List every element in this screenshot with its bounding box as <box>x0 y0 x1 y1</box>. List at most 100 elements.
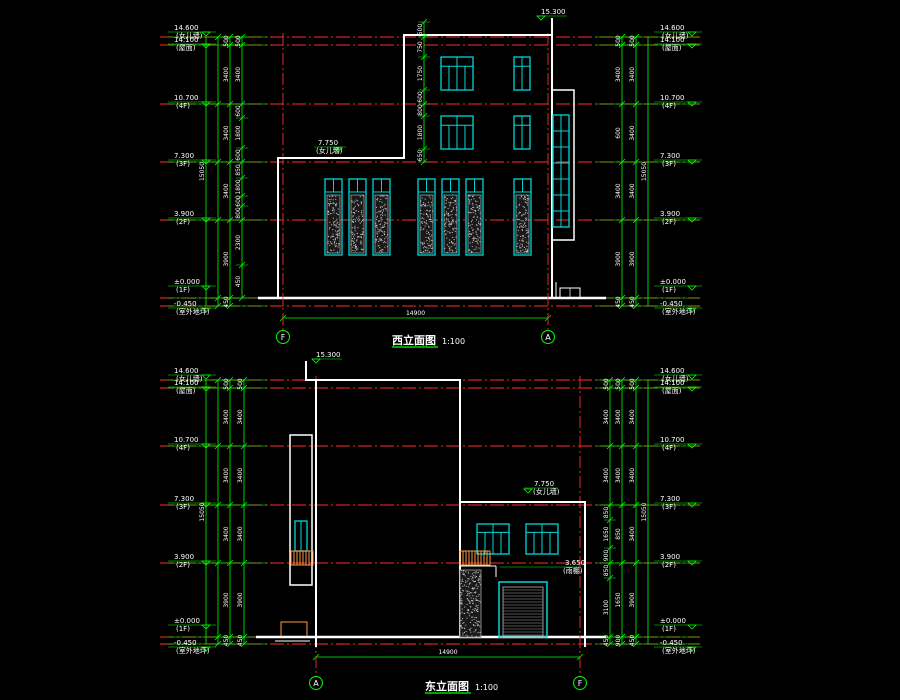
hatch-dot <box>526 250 528 252</box>
hatch-dot <box>333 242 335 244</box>
hatch-dot <box>468 612 470 614</box>
hatch-dot <box>381 201 383 203</box>
hatch-dot <box>468 234 470 236</box>
hatch-dot <box>445 229 447 231</box>
hatch-dot <box>479 237 481 239</box>
elevation-value: -0.450 <box>174 639 197 647</box>
hatch-dot <box>361 210 363 212</box>
hatch-dot <box>353 240 355 242</box>
hatch-dot <box>428 247 430 249</box>
hatch-dot <box>428 204 430 206</box>
hatch-dot <box>451 231 453 233</box>
hatch-dot <box>330 242 332 244</box>
hatch-dot <box>361 249 363 251</box>
hatch-dot <box>460 625 462 627</box>
elevation-value: 14.100 <box>174 36 199 44</box>
hatch-dot <box>476 611 478 613</box>
hatch-dot <box>361 237 363 239</box>
hatch-dot <box>353 238 355 240</box>
dimension-chain <box>212 376 224 648</box>
elevation-value: 7.300 <box>174 495 194 503</box>
hatch-dot <box>449 214 451 216</box>
hatch-dot <box>425 246 427 248</box>
hatch-dot <box>425 249 427 251</box>
hatch-dot <box>381 212 383 214</box>
hatch-dot <box>523 223 525 225</box>
elevation-marker: 14.100(屋面) <box>168 379 216 395</box>
hatch-dot <box>335 246 337 248</box>
elevation-note: (2F) <box>176 561 190 569</box>
hatch-dot <box>452 202 454 204</box>
hatch-dot <box>475 248 477 250</box>
hatch-dot <box>449 224 451 226</box>
dimension-value: 3400 <box>629 125 636 140</box>
hatch-dot <box>351 211 353 213</box>
hatch-dot <box>329 244 331 246</box>
hatch-dot <box>386 218 388 220</box>
hatch-dot <box>476 224 478 226</box>
hatch-dot <box>526 251 528 253</box>
elevation-marker: ±0.000(1F) <box>168 617 216 633</box>
hatch-dot <box>354 250 356 252</box>
hatch-dot <box>450 210 452 212</box>
dimension-value: 800 <box>235 207 242 219</box>
hatch-dot <box>478 579 480 581</box>
hatch-dot <box>335 204 337 206</box>
hatch-dot <box>465 580 467 582</box>
hatch-dot <box>423 247 425 249</box>
dimension-value: 1800 <box>235 179 242 194</box>
axis-label: A <box>313 679 319 688</box>
hatch-dot <box>357 200 359 202</box>
elevation-value: ±0.000 <box>174 617 200 625</box>
hatch-dot <box>429 215 431 217</box>
elevation-marker: ±0.000(1F) <box>654 278 702 294</box>
dimension-value: 3400 <box>235 67 242 82</box>
hatch-dot <box>474 575 476 577</box>
elevation-marker: 3.900(2F) <box>654 210 702 226</box>
elevation-marker: 7.300(3F) <box>168 152 216 168</box>
hatch-dot <box>335 234 337 236</box>
elevation-note: (1F) <box>662 286 676 294</box>
hatch-dot <box>328 210 330 212</box>
hatch-dot <box>384 238 386 240</box>
hatch-dot <box>328 214 330 216</box>
hatch-dot <box>329 200 331 202</box>
elevation-marker: 3.900(2F) <box>168 553 216 569</box>
elevation-value: 14.100 <box>660 36 685 44</box>
hatch-dot <box>451 221 453 223</box>
dimension-value: 3400 <box>223 526 230 541</box>
drawing-scale: 1:100 <box>475 683 498 692</box>
hatch-dot <box>359 222 361 224</box>
hatch-dot <box>428 238 430 240</box>
hatch-dot <box>452 222 454 224</box>
hatch-dot <box>427 243 429 245</box>
hatch-dot <box>460 627 462 629</box>
hatch-dot <box>428 231 430 233</box>
elevation-marker: 7.300(3F) <box>654 152 702 168</box>
dimension-value: 500 <box>603 378 610 390</box>
hatch-dot <box>473 587 475 589</box>
hatch-dot <box>426 214 428 216</box>
dimension-value: 450 <box>237 635 244 647</box>
elevation-note: (女儿墙) <box>662 31 689 40</box>
hatch-dot <box>471 227 473 229</box>
elevation-note: (1F) <box>176 625 190 633</box>
hatch-dot <box>452 251 454 253</box>
hatch-dot <box>378 211 380 213</box>
hatch-dot <box>455 214 457 216</box>
hatch-dot <box>472 599 474 601</box>
hatch-dot <box>517 229 519 231</box>
elevation-note: (屋面) <box>176 387 196 395</box>
hatch-dot <box>429 238 431 240</box>
hatch-dot <box>451 213 453 215</box>
hatch-dot <box>329 196 331 198</box>
hatch-dot <box>332 236 334 238</box>
hatch-dot <box>473 198 475 200</box>
hatch-dot <box>384 222 386 224</box>
window-hatch <box>467 194 482 254</box>
top-elevation-marker: 15.300 <box>536 8 567 21</box>
hatch-dot <box>381 249 383 251</box>
hatch-dot <box>467 635 469 637</box>
hatch-dot <box>431 201 433 203</box>
hatch-dot <box>452 249 454 251</box>
